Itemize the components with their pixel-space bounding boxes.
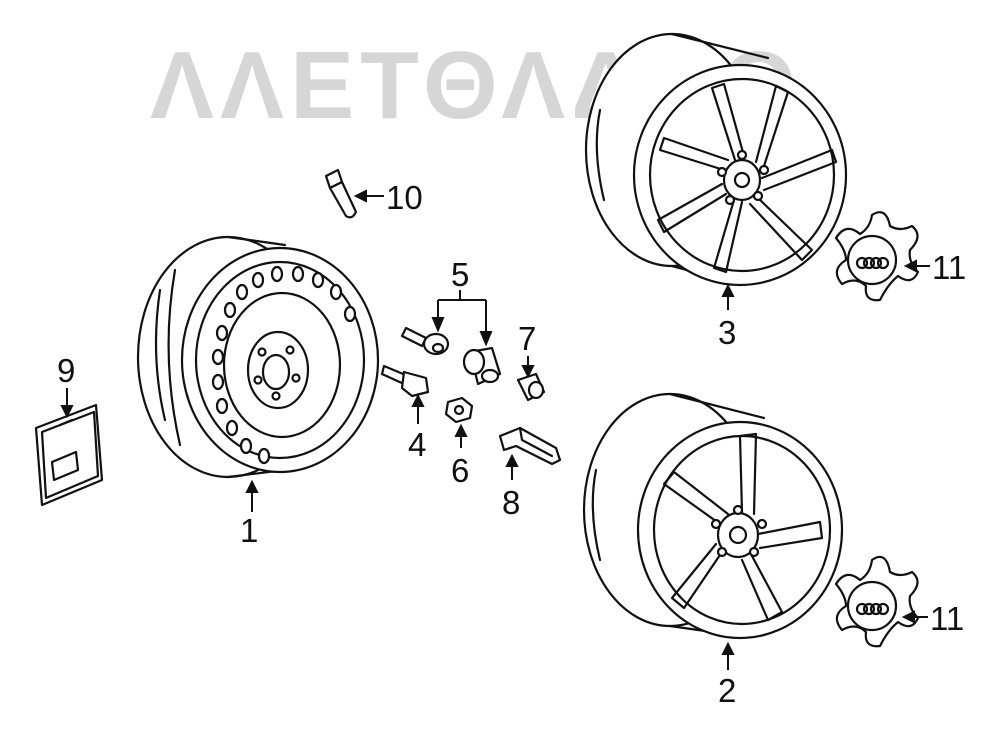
center-cap-part-11-upper [834, 211, 920, 302]
center-cap-part-11-lower [834, 555, 920, 648]
callout-6: 6 [451, 452, 469, 489]
callout-4: 4 [408, 426, 426, 463]
steel-wheel-part-1 [136, 235, 380, 479]
callout-8: 8 [502, 484, 520, 521]
lock-nut-part-5 [462, 346, 502, 386]
valve-stem-part-10 [324, 168, 358, 219]
clip-part-8 [498, 426, 562, 466]
callout-10: 10 [386, 179, 423, 216]
alloy-wheel-part-2 [582, 392, 844, 640]
cap-part-7 [516, 372, 546, 402]
callout-1: 1 [240, 512, 258, 549]
callout-2: 2 [718, 672, 736, 709]
alloy-wheel-part-3 [584, 32, 848, 287]
callout-11-lower: 11 [930, 600, 964, 637]
callout-9: 9 [57, 352, 75, 389]
label-part-9 [34, 403, 104, 507]
wheel-bolt-part-4 [380, 364, 430, 398]
leader-lines [60, 189, 930, 670]
callout-7: 7 [518, 320, 536, 357]
callout-labels: 1 9 10 5 4 6 7 8 3 2 11 11 [57, 179, 966, 709]
callout-11-upper: 11 [932, 249, 966, 286]
callout-3: 3 [718, 314, 736, 351]
callout-5: 5 [451, 256, 469, 293]
nut-part-6 [444, 396, 474, 424]
wheel-bolt-part-5 [400, 326, 450, 356]
